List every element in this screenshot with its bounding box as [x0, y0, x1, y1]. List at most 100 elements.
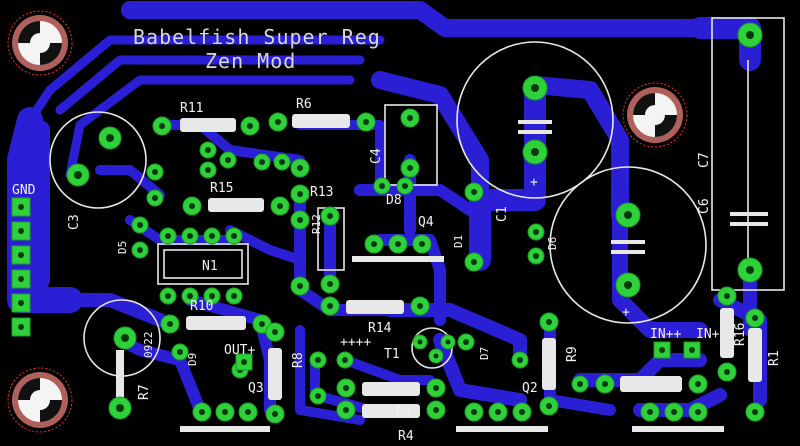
pad [595, 374, 615, 394]
mount-hole-bottom-left [7, 367, 73, 433]
r4-body [362, 382, 420, 396]
pad [522, 139, 548, 165]
label-c1: C1 [495, 206, 510, 222]
pad [717, 362, 737, 382]
pad [356, 112, 376, 132]
r11-body [180, 118, 236, 132]
pad [192, 402, 212, 422]
pad [464, 182, 484, 202]
label-gnd: GND [12, 183, 36, 198]
label-r1: R1 [767, 350, 782, 366]
r16-body [720, 308, 734, 358]
label-r7: R7 [137, 384, 152, 400]
pad [273, 153, 291, 171]
label-d7: D7 [478, 347, 491, 360]
pad [159, 287, 177, 305]
label-d6: D6 [546, 237, 559, 250]
label-0922: 0922 [142, 332, 155, 359]
pad [388, 234, 408, 254]
label-r4: R4 [398, 429, 414, 444]
label-r14: R14 [368, 321, 392, 336]
mount-holes [7, 10, 688, 433]
pad [225, 287, 243, 305]
pad [320, 296, 340, 316]
pad [664, 402, 684, 422]
pad [146, 163, 164, 181]
pad [320, 206, 340, 226]
pads [11, 22, 765, 424]
pad [290, 184, 310, 204]
label-d8: D8 [386, 193, 402, 208]
pad [412, 334, 428, 350]
pad [203, 227, 221, 245]
pad [440, 334, 456, 350]
pad [745, 402, 765, 422]
r15-body [208, 198, 264, 212]
r6-body [292, 114, 350, 128]
pad [539, 396, 559, 416]
mount-hole-top-left [7, 10, 73, 76]
q2-tab [456, 426, 548, 432]
n1-inner [163, 249, 243, 279]
pad [309, 351, 327, 369]
pad [464, 402, 484, 422]
r8-body [268, 348, 282, 400]
pad [159, 227, 177, 245]
label-d9: D9 [186, 353, 199, 366]
label-out-plus: OUT+ [224, 343, 255, 358]
pad [160, 314, 180, 334]
gnd-header [11, 197, 31, 337]
pad [539, 312, 559, 332]
pad [290, 158, 310, 178]
r9-body [542, 338, 556, 390]
pad [522, 75, 548, 101]
pad [240, 116, 260, 136]
r3-body [362, 404, 420, 418]
label-in-plus-plus: IN++ [650, 327, 681, 342]
label-r3: R3 [396, 405, 412, 420]
c6-plate-top [611, 240, 645, 244]
label-r16: R16 [733, 323, 748, 346]
label-c4: C4 [369, 148, 384, 164]
label-r8: R8 [291, 352, 306, 368]
pad [457, 333, 475, 351]
pad [615, 202, 641, 228]
label-c7: C7 [697, 152, 712, 168]
pad [131, 216, 149, 234]
label-plus-row: ++++ [340, 335, 371, 350]
n1-outline [157, 243, 249, 285]
pad [203, 287, 221, 305]
pad [426, 378, 446, 398]
r14-body [346, 300, 404, 314]
pad [182, 196, 202, 216]
pad [373, 177, 391, 195]
silkscreen-outlines [49, 17, 785, 432]
label-r6: R6 [296, 97, 312, 112]
pad [265, 322, 285, 342]
label-c3: C3 [67, 214, 82, 230]
pad [737, 22, 763, 48]
c3-outline [49, 111, 147, 209]
pad [336, 351, 354, 369]
pad [412, 234, 432, 254]
pad [199, 161, 217, 179]
pad [396, 177, 414, 195]
pad [131, 241, 149, 259]
pad [108, 396, 132, 420]
silkscreen-text: Babelfish Super Reg Zen Mod R11 R6 R15 R… [12, 25, 782, 444]
pad [488, 402, 508, 422]
label-d1: D1 [452, 235, 465, 248]
pad [615, 272, 641, 298]
label-n1: N1 [202, 259, 218, 274]
label-r12: R12 [310, 214, 323, 234]
pad [336, 400, 356, 420]
pad [400, 108, 420, 128]
pad [225, 227, 243, 245]
q4-tab [352, 256, 444, 262]
pad [215, 402, 235, 422]
pad [428, 348, 444, 364]
label-r9: R9 [565, 346, 580, 362]
pad [426, 400, 446, 420]
pad [290, 210, 310, 230]
